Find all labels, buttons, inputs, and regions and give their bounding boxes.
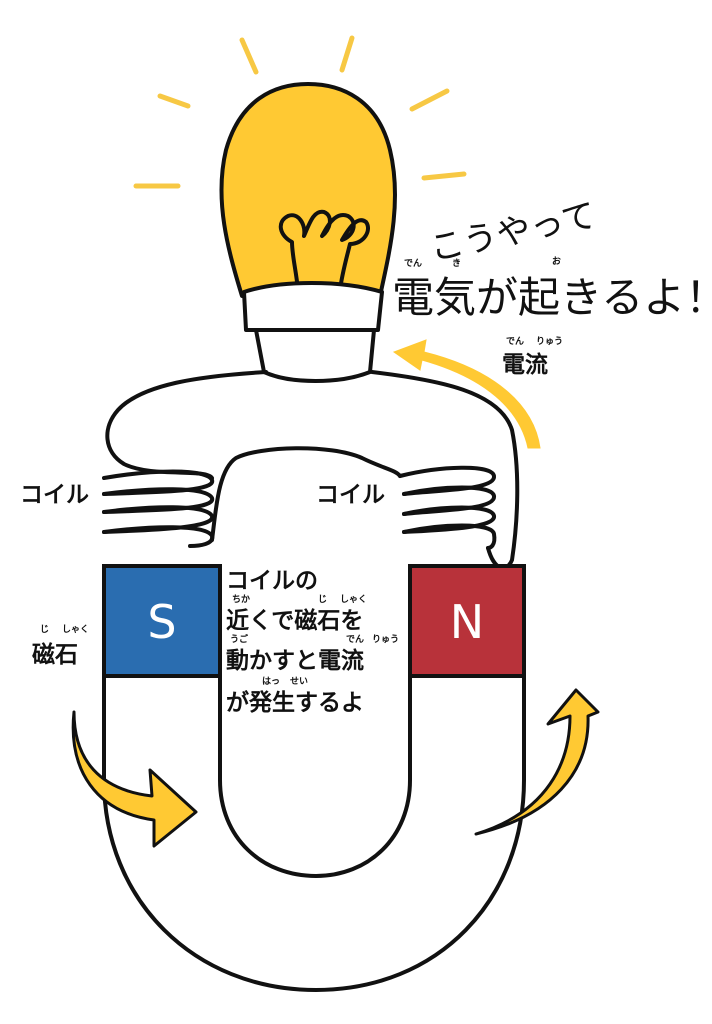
light-rays: [133, 35, 467, 189]
ruby: じ: [40, 624, 49, 635]
ruby: しゃく: [340, 594, 367, 605]
north-pole-letter: N: [450, 595, 484, 649]
ray: [409, 88, 450, 112]
explanation-word: 発生: [248, 690, 295, 716]
ruby: りゅう: [372, 634, 399, 645]
headline-line2: 電気が起きるよ！: [392, 273, 712, 322]
ray: [157, 93, 191, 109]
ruby: りゅう: [536, 336, 563, 347]
explanation-word: が: [226, 689, 249, 716]
explanation-word: 近: [226, 608, 249, 634]
ruby: き: [452, 258, 461, 269]
headline-word: 電: [392, 273, 434, 322]
ruby: はっ: [262, 676, 280, 687]
explanation-word: 動: [226, 648, 249, 674]
bulb-socket: [254, 328, 376, 383]
current-label: 電流: [502, 351, 548, 378]
bulb-base: [242, 281, 384, 332]
south-pole-letter: S: [147, 595, 176, 649]
ruby: ちか: [232, 594, 250, 605]
explanation-word: 電流: [318, 647, 364, 674]
headline-word: 起: [518, 273, 560, 322]
ruby: せい: [290, 676, 308, 687]
headline-word: きるよ！: [560, 273, 712, 322]
headline-word: 気: [434, 273, 476, 322]
coil-right: [398, 465, 497, 550]
ruby: じ: [318, 594, 327, 605]
explanation-line3: 動かすと電流: [226, 647, 364, 674]
explanation-line4: が発生するよ: [226, 689, 364, 716]
coil-left-label: コイル: [20, 482, 89, 508]
explanation-word: かすと: [249, 648, 318, 674]
ruby: でん: [346, 634, 364, 645]
ruby: しゃく: [62, 624, 89, 635]
wire: [105, 370, 268, 480]
north-pole-block: [408, 564, 526, 678]
south-pole-block: [102, 564, 222, 678]
ruby: でん: [404, 258, 422, 269]
coil-left: [102, 469, 215, 548]
light-bulb-icon: [219, 82, 398, 383]
coil-right-label: コイル: [316, 482, 385, 508]
explanation-word: するよ: [295, 690, 364, 716]
explanation-word: くで: [249, 608, 294, 634]
ray: [339, 35, 355, 73]
explanation-word: 磁石: [294, 607, 340, 634]
headline-word: が: [476, 273, 518, 322]
curved-arrow-icon: [71, 710, 198, 848]
explanation-word: を: [340, 608, 363, 634]
explanation: コイルの ちか じ しゃく 近くで磁石を うご でん りゅう 動かすと電流 はっ…: [226, 568, 399, 716]
bulb-glass: [219, 82, 398, 298]
ray: [421, 171, 467, 181]
bulb-filament: [278, 209, 370, 292]
ruby: お: [552, 256, 561, 267]
current-arrow: [392, 339, 541, 449]
explanation-line2: 近くで磁石を: [226, 607, 363, 634]
explanation-line1: コイルの: [226, 568, 318, 594]
ray: [239, 37, 259, 75]
ruby: うご: [230, 633, 249, 645]
magnet-label: 磁石: [32, 641, 78, 668]
u-magnet: [102, 674, 526, 992]
wire: [210, 446, 402, 542]
curved-arrow-icon: [474, 688, 600, 836]
ruby: でん: [506, 336, 524, 347]
